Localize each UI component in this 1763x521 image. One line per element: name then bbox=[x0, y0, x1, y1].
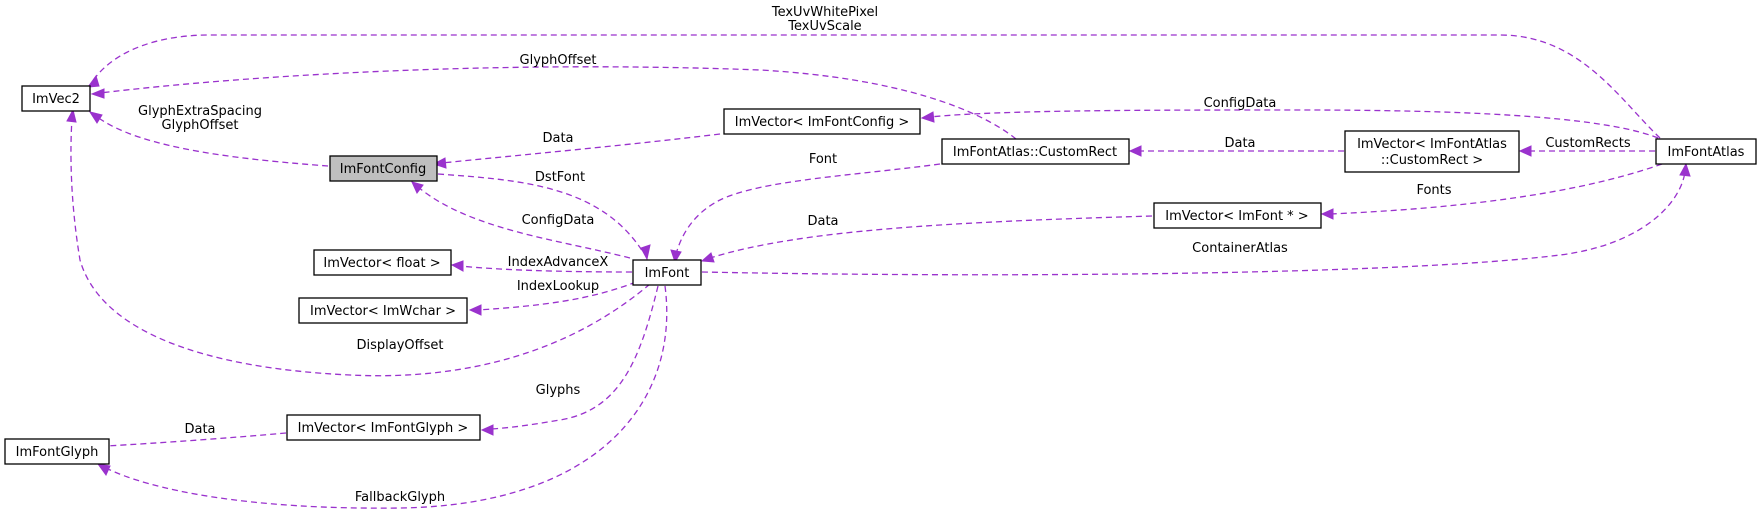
node-label-vector-fontptr: ImVector< ImFont * > bbox=[1165, 209, 1308, 224]
node-customrect[interactable]: ImFontAtlas::CustomRect bbox=[941, 138, 1130, 165]
node-label-vector-float: ImVector< float > bbox=[323, 256, 440, 271]
edge-label-indexadvancex: IndexAdvanceX bbox=[508, 255, 609, 270]
node-label-vector-fontconfig: ImVector< ImFontConfig > bbox=[735, 115, 909, 130]
edge-label-texuvscale: TexUvScale bbox=[787, 19, 861, 34]
edge-label-customrects: CustomRects bbox=[1545, 136, 1630, 151]
edge-fonts bbox=[1320, 163, 1663, 220]
node-vector-float[interactable]: ImVector< float > bbox=[313, 249, 452, 276]
edge-texuv bbox=[86, 34, 1661, 139]
edge-label-data-customrect: Data bbox=[1224, 136, 1255, 151]
edge-data-fontptr bbox=[700, 215, 1153, 263]
edge-label-data-fontconfig: Data bbox=[542, 131, 573, 146]
node-label-customrect: ImFontAtlas::CustomRect bbox=[953, 145, 1117, 160]
node-vector-fontconfig[interactable]: ImVector< ImFontConfig > bbox=[723, 108, 921, 135]
edge-data-customrect bbox=[1128, 145, 1344, 157]
edge-containeratlas bbox=[701, 162, 1691, 276]
edge-label-glyphextraspacing: GlyphExtraSpacing bbox=[138, 104, 262, 119]
edge-label-glyphoffset-2: GlyphOffset bbox=[162, 118, 239, 133]
edge-label-data-glyph: Data bbox=[184, 422, 215, 437]
edge-label-configdata-font: ConfigData bbox=[522, 213, 595, 228]
node-label-imfont: ImFont bbox=[645, 266, 690, 281]
edge-label-fonts: Fonts bbox=[1416, 183, 1451, 198]
edge-label-texuvwhitepixel: TexUvWhitePixel bbox=[771, 5, 878, 20]
node-label-vector-wchar: ImVector< ImWchar > bbox=[310, 304, 456, 319]
node-imfontconfig[interactable]: ImFontConfig bbox=[329, 155, 438, 182]
node-vector-fontptr[interactable]: ImVector< ImFont * > bbox=[1153, 202, 1322, 229]
edge-displayoffset bbox=[66, 108, 651, 377]
edge-label-configdata-top: ConfigData bbox=[1204, 96, 1277, 111]
edge-label-indexlookup: IndexLookup bbox=[517, 279, 599, 294]
node-label-vector-fontglyph: ImVector< ImFontGlyph > bbox=[298, 421, 469, 436]
node-imvec2[interactable]: ImVec2 bbox=[21, 85, 91, 112]
node-imfontatlas[interactable]: ImFontAtlas bbox=[1655, 138, 1757, 165]
edge-label-font: Font bbox=[809, 152, 837, 167]
node-imfont[interactable]: ImFont bbox=[632, 259, 702, 286]
edge-label-displayoffset: DisplayOffset bbox=[357, 338, 444, 353]
node-vector-fontglyph[interactable]: ImVector< ImFontGlyph > bbox=[286, 414, 481, 441]
edge-customrects bbox=[1518, 145, 1655, 157]
edge-label-glyphoffset: GlyphOffset bbox=[520, 53, 597, 68]
edge-indexadvancex bbox=[450, 260, 633, 273]
edge-font bbox=[670, 163, 941, 264]
edge-label-glyphs: Glyphs bbox=[536, 383, 581, 398]
node-label-imfontconfig: ImFontConfig bbox=[340, 162, 427, 177]
node-vector-customrect[interactable]: ImVector< ImFontAtlas ::CustomRect > bbox=[1344, 130, 1520, 173]
edge-dstfont bbox=[437, 173, 651, 261]
edge-configdata-font bbox=[411, 181, 631, 259]
node-label-imfontglyph: ImFontGlyph bbox=[16, 445, 99, 460]
edge-data-fontconfig bbox=[432, 133, 721, 169]
node-imfontglyph[interactable]: ImFontGlyph bbox=[4, 438, 110, 465]
edge-label-fallbackglyph: FallbackGlyph bbox=[355, 490, 445, 505]
edge-configdata-atlas bbox=[920, 109, 1659, 139]
edge-label-containeratlas: ContainerAtlas bbox=[1192, 241, 1288, 256]
edge-glyphextraspacing bbox=[88, 111, 329, 167]
node-vector-wchar[interactable]: ImVector< ImWchar > bbox=[298, 297, 468, 324]
edge-glyphoffset bbox=[90, 66, 1017, 140]
edge-indexlookup bbox=[468, 281, 637, 316]
edge-glyphs bbox=[480, 285, 659, 436]
node-label-imvec2: ImVec2 bbox=[32, 92, 80, 107]
node-label-vector-customrect-line2: ::CustomRect > bbox=[1381, 153, 1483, 168]
node-label-vector-customrect-line1: ImVector< ImFontAtlas bbox=[1357, 137, 1507, 152]
edge-label-data-fontptr: Data bbox=[807, 214, 838, 229]
edge-label-dstfont: DstFont bbox=[535, 170, 585, 185]
node-label-imfontatlas: ImFontAtlas bbox=[1668, 145, 1745, 160]
edge-fallbackglyph bbox=[96, 285, 668, 509]
